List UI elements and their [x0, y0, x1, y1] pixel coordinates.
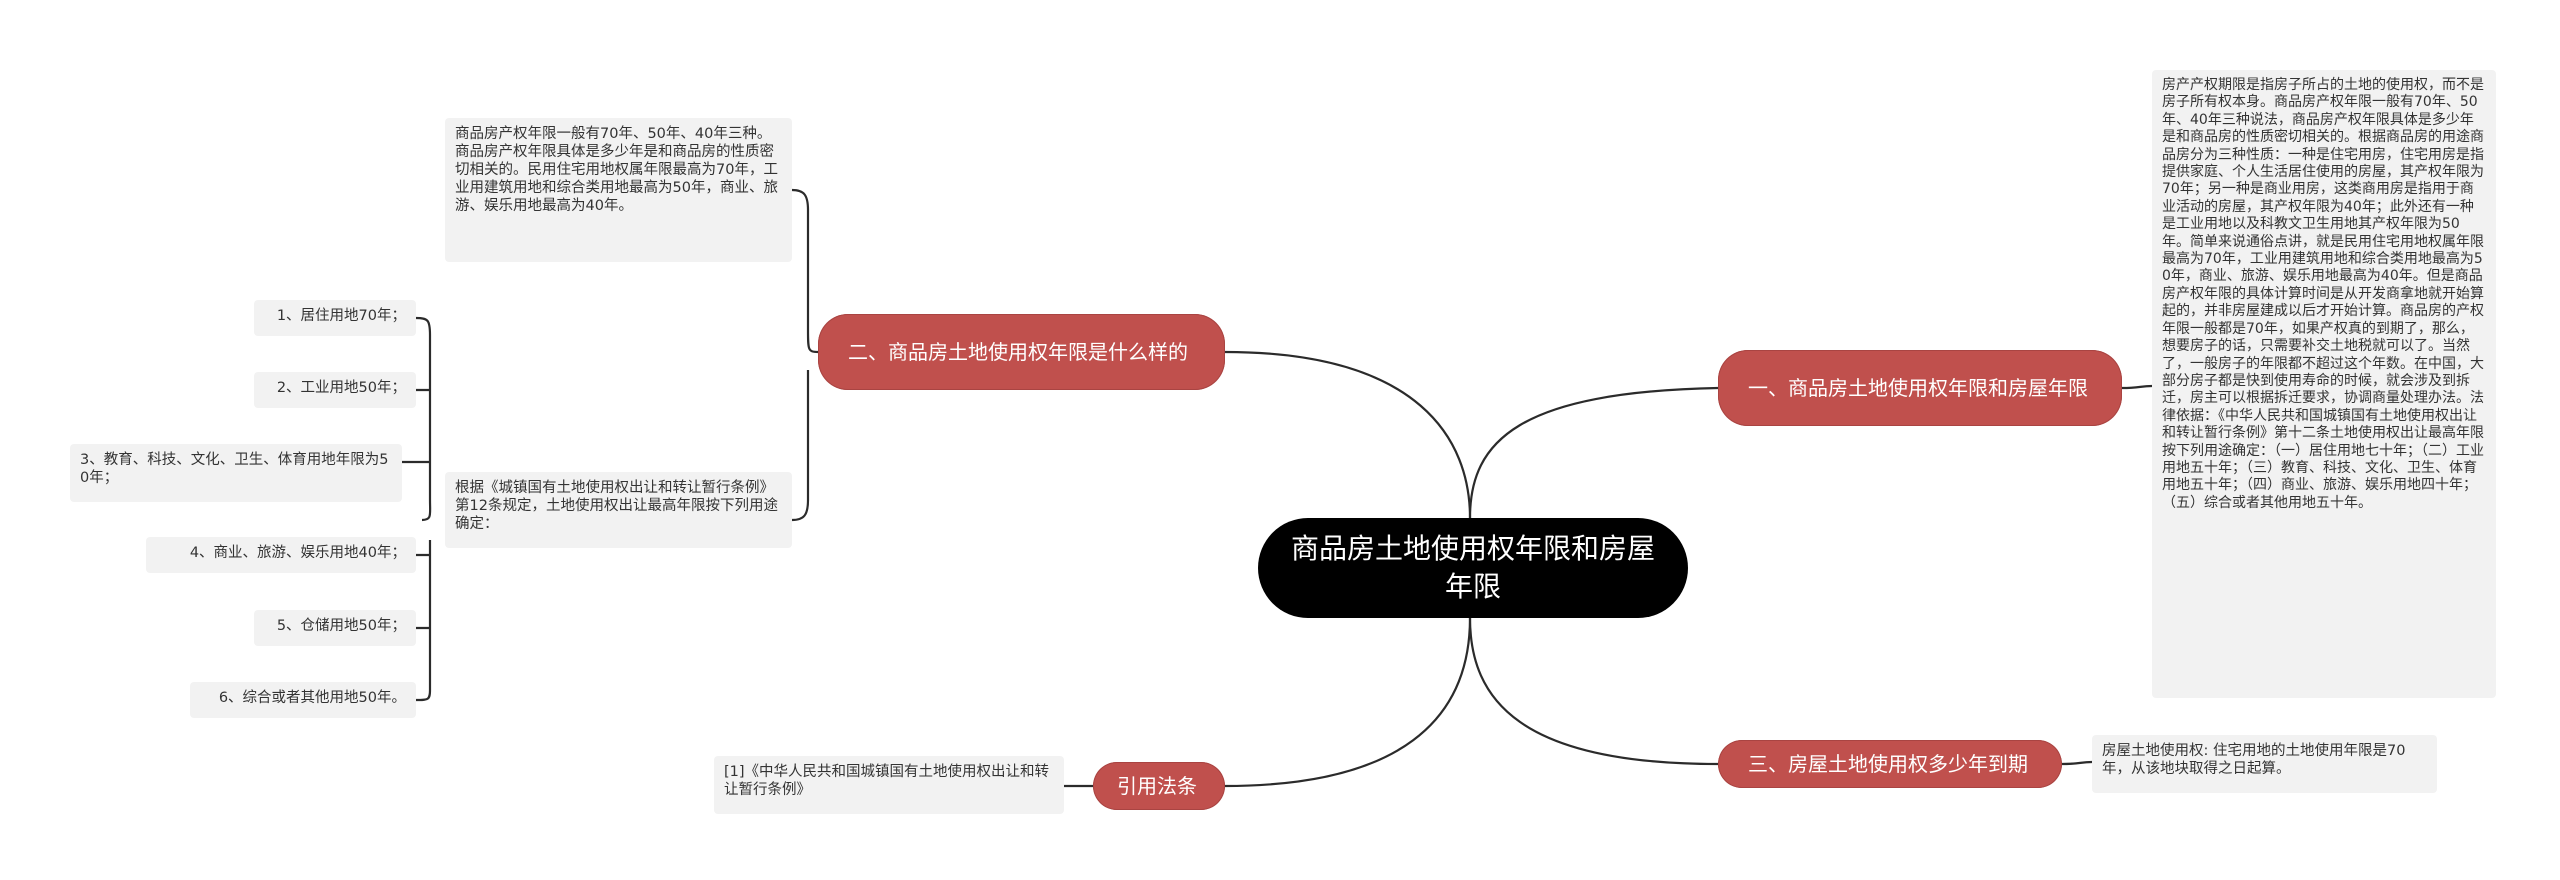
- connector-center-b3: [1468, 617, 1719, 766]
- connector-b3-detail: [2061, 760, 2093, 766]
- branch-label: 二、商品房土地使用权年限是什么样的: [848, 340, 1188, 364]
- connector-center-b2: [1224, 350, 1472, 519]
- branch-label: 引用法条: [1117, 774, 1197, 798]
- leaf-use-industrial: 2、工业用地50年；: [254, 372, 416, 408]
- connector-uses-bracket: [402, 316, 432, 702]
- branch-label: 一、商品房土地使用权年限和房屋年限: [1748, 376, 2088, 400]
- central-topic-label: 商品房土地使用权年限和房屋年限: [1290, 532, 1655, 603]
- connector-b2-bracket: [791, 188, 819, 522]
- leaf-b2-summary: 商品房产权年限一般有70年、50年、40年三种。商品房产权年限具体是多少年是和商…: [445, 118, 792, 262]
- branch-house-land-use-expiry[interactable]: 三、房屋土地使用权多少年到期: [1718, 740, 2062, 788]
- branch-land-use-term-and-house-term[interactable]: 一、商品房土地使用权年限和房屋年限: [1718, 350, 2122, 426]
- leaf-b1-detail: 房产产权期限是指房子所占的土地的使用权，而不是房子所有权本身。商品房产权年限一般…: [2152, 70, 2496, 698]
- leaf-use-storage: 5、仓储用地50年；: [254, 610, 416, 646]
- branch-cited-law[interactable]: 引用法条: [1093, 762, 1225, 810]
- connector-center-b1: [1468, 386, 1719, 519]
- leaf-use-education: 3、教育、科技、文化、卫生、体育用地年限为50年；: [70, 444, 402, 502]
- connector-center-b4: [1224, 617, 1472, 788]
- leaf-b4-reference: [1]《中华人民共和国城镇国有土地使用权出让和转让暂行条例》: [714, 756, 1064, 814]
- leaf-b3-detail: 房屋土地使用权: 住宅用地的土地使用年限是70年，从该地块取得之日起算。: [2092, 735, 2437, 793]
- leaf-b2-regulation: 根据《城镇国有土地使用权出让和转让暂行条例》第12条规定，土地使用权出让最高年限…: [445, 472, 792, 548]
- branch-land-use-term-what[interactable]: 二、商品房土地使用权年限是什么样的: [818, 314, 1225, 390]
- leaf-use-commercial: 4、商业、旅游、娱乐用地40年；: [146, 537, 416, 573]
- connector-b1-detail: [2121, 384, 2153, 390]
- central-topic[interactable]: 商品房土地使用权年限和房屋年限: [1258, 518, 1688, 618]
- leaf-use-other: 6、综合或者其他用地50年。: [190, 682, 416, 718]
- leaf-use-residential: 1、居住用地70年；: [254, 300, 416, 336]
- branch-label: 三、房屋土地使用权多少年到期: [1748, 752, 2028, 776]
